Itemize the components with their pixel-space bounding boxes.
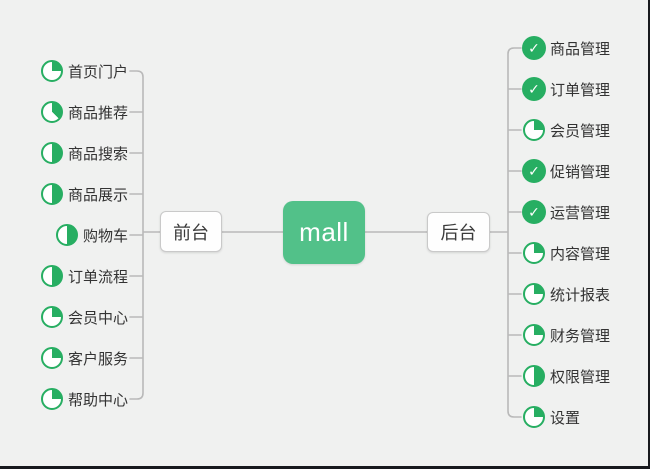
mindmap-topic[interactable]: 客户服务 [40,346,128,370]
root-node-label: mall [299,217,349,247]
progress-pie-icon [40,101,63,123]
topic-label: 商品展示 [67,186,128,204]
progress-pie-icon [40,265,63,287]
branch-node-frontend-label: 前台 [173,222,209,243]
progress-pie-icon [55,224,78,246]
topic-label: 客户服务 [67,350,128,368]
mindmap-topic[interactable]: 统计报表 [522,282,610,306]
progress-pie-icon-wrap [40,141,64,165]
progress-pie-icon-wrap [40,264,64,288]
progress-pie-icon-wrap [522,364,546,388]
progress-pie-icon-wrap [522,282,546,306]
mindmap-topic[interactable]: ✓促销管理 [522,159,610,183]
progress-pie-icon-wrap [40,387,64,411]
mindmap-topic[interactable]: 内容管理 [522,241,610,265]
mindmap-topic[interactable]: ✓订单管理 [522,77,610,101]
progress-pie-icon-wrap [522,405,546,429]
topic-label: 促销管理 [550,163,611,181]
topic-label: 商品搜索 [67,145,128,163]
branch-node-frontend[interactable]: 前台 [160,211,222,252]
progress-pie-icon [523,119,545,141]
mindmap-topic[interactable]: 帮助中心 [40,387,128,411]
topic-label: 会员管理 [550,122,611,140]
topic-label: 运营管理 [550,204,611,222]
progress-pie-icon [523,365,545,387]
progress-pie-icon [40,388,63,410]
check-icon-wrap: ✓ [522,159,546,183]
mindmap-topic[interactable]: 财务管理 [522,323,610,347]
progress-pie-icon [40,347,63,369]
check-icon-wrap: ✓ [522,36,546,60]
branch-node-backend-label: 后台 [440,223,477,243]
topic-label: 订单管理 [550,81,611,99]
topic-label: 购物车 [82,227,128,245]
progress-pie-icon [40,142,63,164]
progress-pie-icon-wrap [40,59,64,83]
progress-pie-icon [40,306,63,328]
progress-pie-icon-wrap [522,118,546,142]
mindmap-topic[interactable]: ✓运营管理 [522,200,610,224]
topic-label: 商品推荐 [67,104,128,122]
progress-pie-icon [40,60,63,82]
mindmap-topic[interactable]: 商品展示 [40,182,128,206]
mindmap-topic[interactable]: 首页门户 [40,59,128,83]
check-icon-wrap: ✓ [522,77,546,101]
mindmap-topic[interactable]: 商品推荐 [40,100,128,124]
progress-pie-icon [40,183,63,205]
topic-label: 内容管理 [550,245,611,263]
mindmap-topic[interactable]: 购物车 [55,223,128,247]
mindmap-topic[interactable]: 商品搜索 [40,141,128,165]
check-icon-wrap: ✓ [522,200,546,224]
topic-label: 帮助中心 [67,391,128,409]
progress-pie-icon [523,324,545,346]
check-icon: ✓ [522,77,546,101]
mindmap-topic[interactable]: ✓商品管理 [522,36,610,60]
mindmap-topic[interactable]: 设置 [522,405,580,429]
topic-label: 订单流程 [67,268,128,286]
root-node-mall[interactable]: mall [283,201,365,264]
topic-label: 会员中心 [67,309,128,327]
mindmap-topic[interactable]: 订单流程 [40,264,128,288]
progress-pie-icon-wrap [522,241,546,265]
check-icon: ✓ [522,36,546,60]
mindmap-topic[interactable]: 权限管理 [522,364,610,388]
progress-pie-icon-wrap [40,182,64,206]
mindmap-topic[interactable]: 会员中心 [40,305,128,329]
mindmap-topic[interactable]: 会员管理 [522,118,610,142]
progress-pie-icon-wrap [55,223,79,247]
topic-label: 权限管理 [550,368,611,386]
topic-label: 商品管理 [550,40,611,58]
topic-label: 财务管理 [550,327,611,345]
progress-pie-icon [523,283,545,305]
topic-label: 首页门户 [67,63,128,81]
progress-pie-icon-wrap [522,323,546,347]
progress-pie-icon-wrap [40,346,64,370]
progress-pie-icon [523,242,545,264]
check-icon: ✓ [522,159,546,183]
progress-pie-icon-wrap [40,100,64,124]
progress-pie-icon-wrap [40,305,64,329]
topic-label: 设置 [550,409,581,427]
branch-node-backend[interactable]: 后台 [427,212,490,252]
check-icon: ✓ [522,200,546,224]
progress-pie-icon [523,406,545,428]
topic-label: 统计报表 [550,286,611,304]
